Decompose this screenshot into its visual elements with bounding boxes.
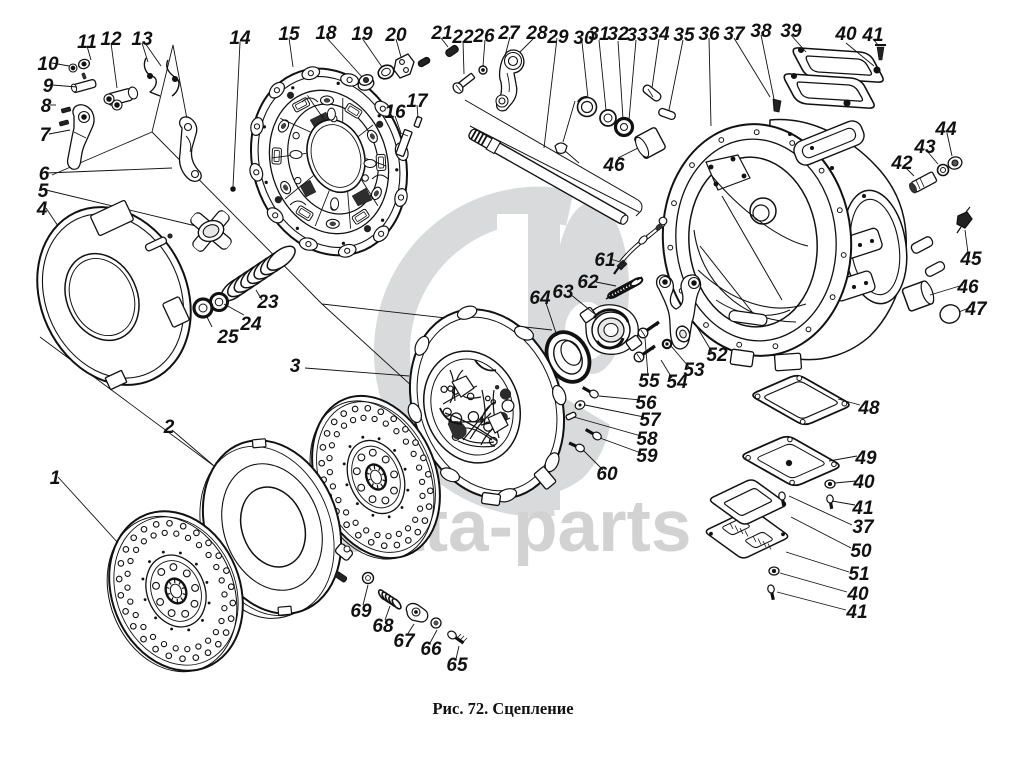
svg-text:65: 65 — [446, 655, 468, 676]
svg-text:24: 24 — [239, 314, 262, 335]
svg-text:43: 43 — [913, 137, 936, 158]
svg-text:7: 7 — [40, 125, 52, 146]
svg-text:23: 23 — [256, 292, 279, 313]
svg-text:38: 38 — [750, 21, 772, 42]
svg-text:50: 50 — [850, 541, 872, 562]
svg-text:29: 29 — [546, 27, 569, 48]
svg-text:64: 64 — [529, 288, 551, 309]
svg-text:40: 40 — [834, 24, 857, 45]
svg-text:37: 37 — [723, 24, 746, 45]
svg-text:59: 59 — [636, 446, 658, 467]
svg-text:37: 37 — [852, 517, 875, 538]
svg-text:1: 1 — [50, 468, 61, 489]
svg-text:48: 48 — [857, 398, 880, 419]
svg-text:49: 49 — [854, 448, 877, 469]
svg-text:44: 44 — [934, 119, 957, 140]
svg-text:21: 21 — [430, 23, 452, 44]
svg-text:25: 25 — [216, 327, 239, 348]
svg-text:33: 33 — [626, 25, 648, 46]
svg-text:46: 46 — [956, 277, 979, 298]
svg-text:61: 61 — [594, 250, 615, 271]
svg-text:19: 19 — [351, 24, 373, 45]
svg-text:55: 55 — [638, 371, 660, 392]
svg-text:63: 63 — [552, 282, 574, 303]
svg-text:20: 20 — [384, 25, 407, 46]
svg-text:8: 8 — [41, 96, 52, 117]
svg-text:66: 66 — [420, 639, 442, 660]
svg-text:26: 26 — [472, 26, 495, 47]
svg-text:Рис. 72. Сцепление: Рис. 72. Сцепление — [432, 699, 573, 718]
svg-text:51: 51 — [848, 564, 869, 585]
svg-text:13: 13 — [131, 29, 153, 50]
svg-text:41: 41 — [861, 25, 883, 46]
svg-text:34: 34 — [648, 24, 670, 45]
svg-text:69: 69 — [350, 601, 372, 622]
svg-text:47: 47 — [964, 299, 988, 320]
svg-text:35: 35 — [673, 25, 695, 46]
svg-text:40: 40 — [852, 472, 875, 493]
svg-text:54: 54 — [666, 372, 688, 393]
svg-text:57: 57 — [639, 410, 662, 431]
svg-text:68: 68 — [372, 616, 394, 637]
svg-text:41: 41 — [851, 498, 873, 519]
svg-text:39: 39 — [780, 21, 802, 42]
svg-text:62: 62 — [577, 272, 599, 293]
svg-text:11: 11 — [77, 32, 97, 53]
svg-text:28: 28 — [525, 23, 548, 44]
svg-text:3: 3 — [290, 356, 301, 377]
svg-text:4: 4 — [36, 199, 48, 220]
svg-text:18: 18 — [315, 23, 337, 44]
svg-text:42: 42 — [890, 153, 913, 174]
svg-text:2: 2 — [163, 417, 175, 438]
svg-text:45: 45 — [959, 249, 982, 270]
svg-text:9: 9 — [43, 76, 54, 97]
svg-text:67: 67 — [393, 631, 416, 652]
svg-text:41: 41 — [845, 602, 867, 623]
svg-text:10: 10 — [37, 54, 59, 75]
svg-text:46: 46 — [602, 155, 625, 176]
svg-text:16: 16 — [384, 102, 406, 123]
